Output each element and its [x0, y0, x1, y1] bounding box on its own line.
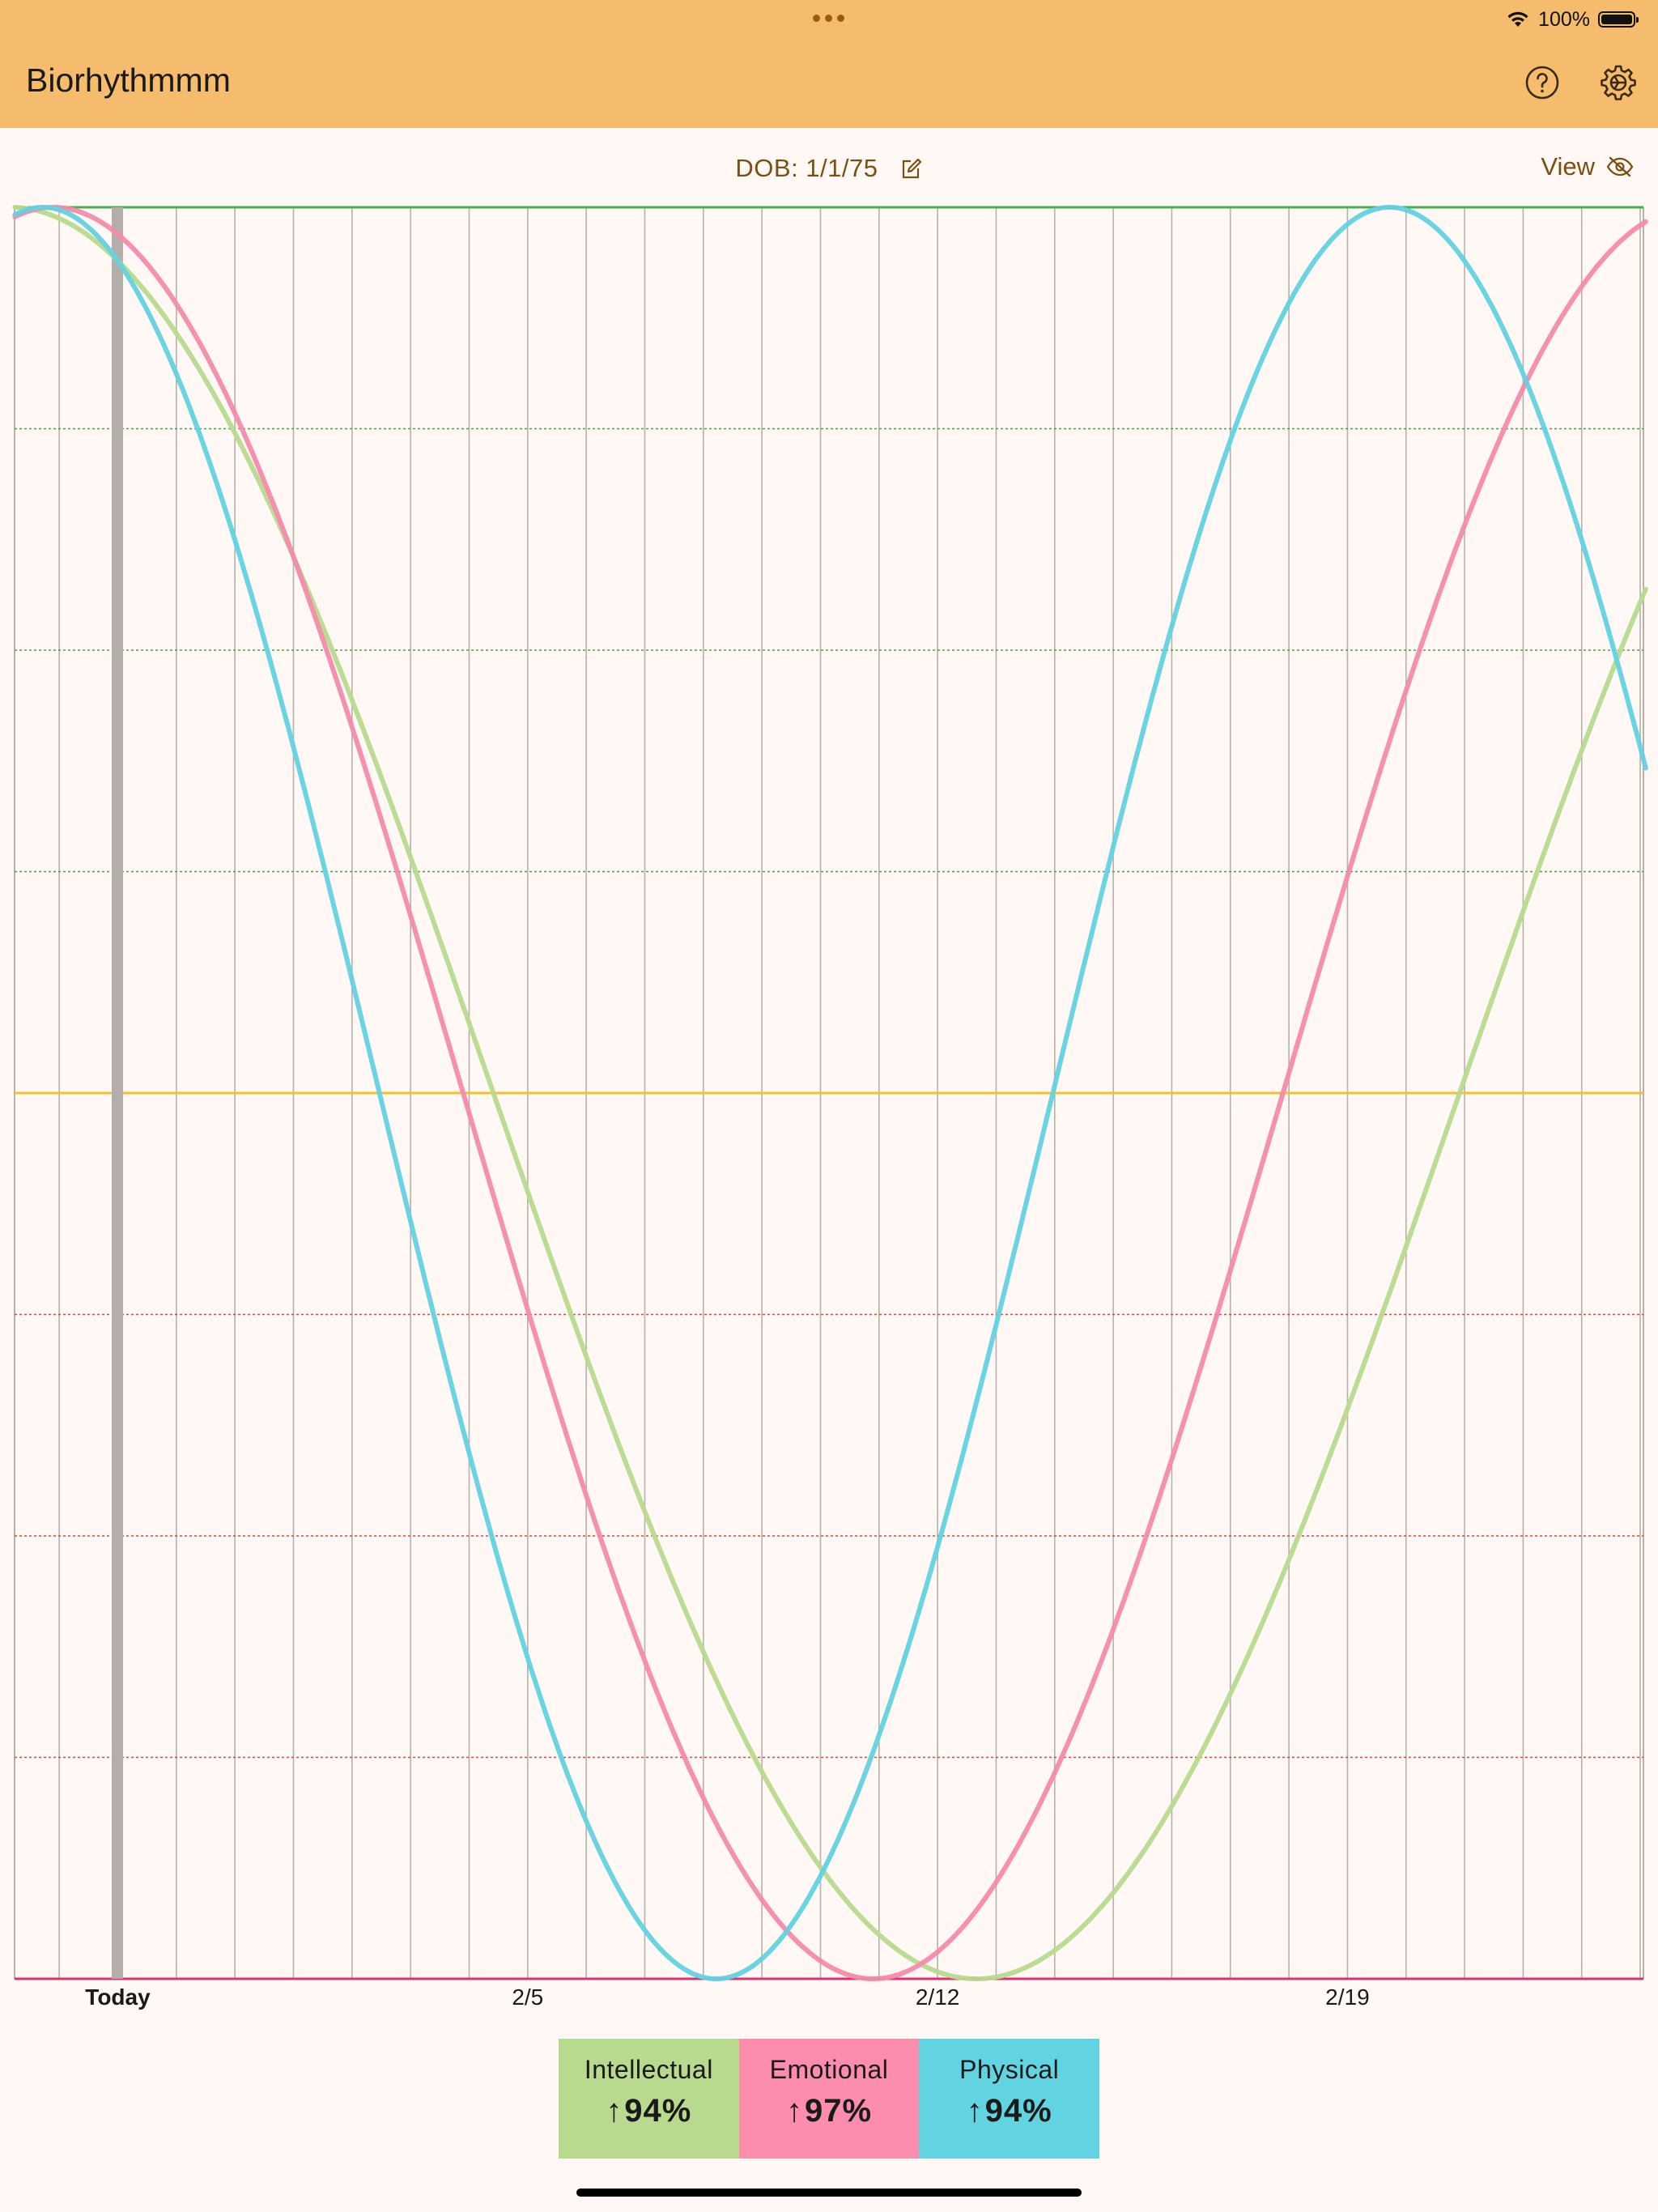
battery-percentage: 100% [1538, 7, 1590, 31]
square-pencil-icon[interactable] [899, 156, 923, 181]
view-label: View [1541, 152, 1595, 181]
settings-button[interactable] [1599, 63, 1638, 102]
dob-group: DOB: 1/1/75 [0, 152, 1658, 183]
level-gridlines [15, 206, 1643, 1980]
legend-percent: 97% [804, 2093, 873, 2129]
eye-slash-icon [1606, 156, 1634, 177]
wifi-icon [1507, 11, 1528, 27]
legend-value: ↑94% [919, 2093, 1099, 2129]
biorhythm-curves [12, 204, 1648, 1982]
help-button[interactable] [1523, 63, 1562, 102]
arrow-up-icon: ↑ [606, 2093, 623, 2129]
home-indicator[interactable] [576, 2189, 1082, 2197]
legend-item-physical[interactable]: Physical ↑94% [919, 2039, 1100, 2159]
battery-icon [1598, 11, 1639, 28]
x-axis-labels: Today 2/5 2/12 2/19 [85, 1984, 1369, 2010]
x-tick-label: 2/5 [512, 1984, 543, 2010]
status-bar: 100% [1506, 5, 1639, 34]
legend-label: Intellectual [584, 2055, 713, 2084]
legend: Intellectual↑94%Emotional↑97%Physical↑94… [559, 2039, 1100, 2159]
legend-value: ↑97% [739, 2093, 920, 2129]
app-title: Biorhythmmm [26, 62, 231, 99]
legend-percent: 94% [984, 2093, 1052, 2129]
question-circle-icon [1525, 66, 1559, 100]
curve-physical [12, 205, 1648, 1981]
gear-icon [1601, 65, 1636, 100]
x-label-today: Today [85, 1984, 151, 2010]
multitasking-dots-icon[interactable] [810, 8, 848, 28]
dob-label: DOB: 1/1/75 [735, 153, 878, 182]
legend-item-intellectual[interactable]: Intellectual ↑94% [559, 2039, 739, 2159]
x-tick-label: 2/19 [1325, 1984, 1370, 2010]
legend-item-emotional[interactable]: Emotional ↑97% [738, 2039, 920, 2159]
legend-percent: 94% [624, 2093, 692, 2129]
legend-value: ↑94% [559, 2093, 739, 2129]
x-tick-label: 2/12 [916, 1984, 960, 2010]
dob-bar: DOB: 1/1/75 View [0, 128, 1658, 206]
app-header: 100% Biorhythmmm [0, 0, 1658, 128]
curve-emotional [12, 204, 1648, 1982]
legend-label: Physical [959, 2055, 1060, 2084]
legend-label: Emotional [769, 2055, 889, 2084]
arrow-up-icon: ↑ [785, 2093, 803, 2129]
arrow-up-icon: ↑ [966, 2093, 984, 2129]
view-toggle-button[interactable]: View [1541, 152, 1634, 181]
today-marker [112, 207, 123, 1979]
biorhythm-chart[interactable]: Today 2/5 2/12 2/19 [0, 194, 1658, 2028]
